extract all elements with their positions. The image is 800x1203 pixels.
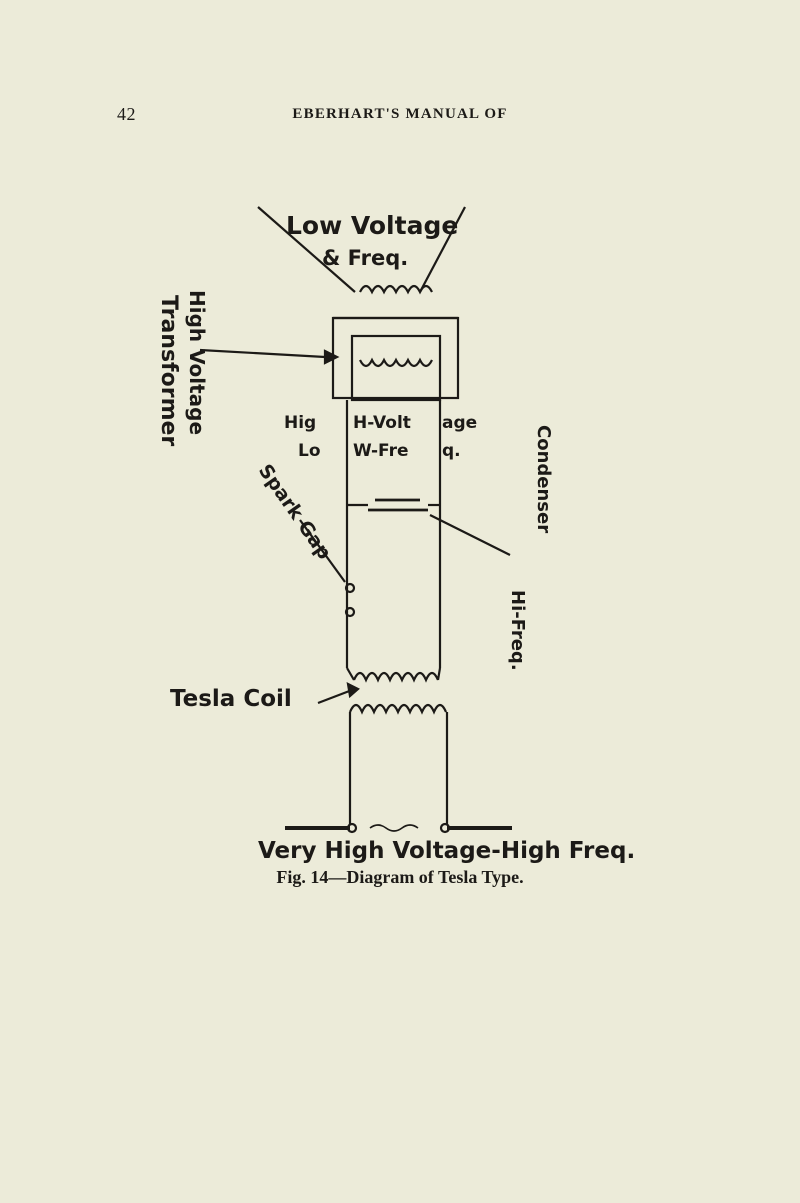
label-tesla-coil: Tesla Coil	[170, 686, 292, 712]
label-low-voltage: Low Voltage	[286, 211, 458, 240]
spark-pointer	[299, 519, 346, 583]
label-condenser-hi-freq: Hi-Freq.	[507, 590, 528, 671]
label-transformer: Transformer	[156, 295, 181, 446]
input-lead-right	[419, 206, 466, 293]
label-box-2: H-Volt	[353, 413, 411, 433]
page-number: 42	[117, 104, 136, 124]
label-box-1: Hig	[284, 413, 316, 433]
label-box-4: Lo	[298, 441, 321, 461]
label-spark-gap: Spark Gap	[254, 460, 336, 563]
label-very-high-voltage: Very High Voltage-High Freq.	[258, 838, 635, 864]
label-condenser: Condenser	[533, 425, 554, 533]
input-lead-left	[257, 206, 356, 293]
label-box-6: q.	[442, 441, 461, 461]
label-high-voltage-left: High Voltage	[185, 290, 209, 435]
tesla-secondary	[348, 703, 448, 715]
running-head: EBERHART'S MANUAL OF	[292, 106, 508, 122]
spark-gap-ball-top	[344, 582, 356, 594]
tesla-primary	[352, 671, 440, 683]
condenser-pointer	[429, 514, 511, 556]
transformer-pointer	[199, 348, 326, 359]
figure-caption: Fig. 14—Diagram of Tesla Type.	[276, 867, 524, 887]
primary-coil-top	[359, 284, 433, 295]
transformer-inner	[350, 334, 442, 402]
label-box-3: age	[442, 413, 477, 433]
label-freq: & Freq.	[322, 246, 408, 270]
tesla-pointer	[317, 688, 353, 705]
spark-gap-ball-bottom	[344, 606, 356, 618]
label-box-5: W-Fre	[353, 441, 408, 461]
secondary-coil	[359, 357, 433, 368]
output-spark	[369, 824, 419, 832]
